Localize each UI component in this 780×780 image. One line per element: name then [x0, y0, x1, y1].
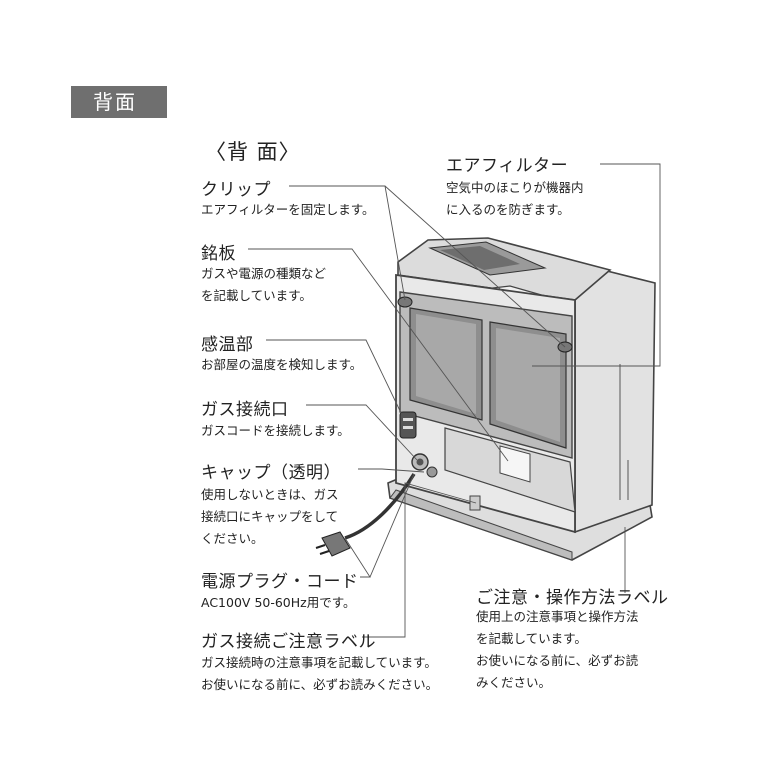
- clip-title: クリップ: [201, 180, 271, 200]
- air-filter-desc-2: に入るのを防ぎます。: [446, 202, 570, 217]
- clip-desc: エアフィルターを固定します。: [201, 202, 375, 217]
- power-plug-title: 電源プラグ・コード: [201, 572, 359, 592]
- temp-sensor-desc: お部屋の温度を検知します。: [201, 357, 363, 372]
- nameplate-title: 銘板: [201, 244, 236, 264]
- nameplate-desc-2: を記載しています。: [201, 288, 312, 303]
- gas-inlet-desc: ガスコードを接続します。: [201, 423, 350, 438]
- cap-desc-1: 使用しないときは、ガス: [201, 487, 339, 502]
- temp-sensor-title: 感温部: [201, 335, 254, 355]
- caution-label-desc-4: みください。: [476, 675, 552, 690]
- view-title: 〈背 面〉: [205, 140, 301, 164]
- section-badge: 背面: [71, 86, 167, 118]
- gas-caution-label-title: ガス接続ご注意ラベル: [201, 632, 376, 652]
- power-plug-desc: AC100V 50-60Hz用です。: [201, 595, 356, 610]
- caution-label-title: ご注意・操作方法ラベル: [476, 588, 669, 608]
- gas-caution-label-desc-1: ガス接続時の注意事項を記載しています。: [201, 655, 437, 670]
- gas-inlet-title: ガス接続口: [201, 400, 289, 420]
- cap-desc-2: 接続口にキャップをして: [201, 509, 339, 524]
- cap-desc-3: ください。: [201, 531, 264, 546]
- nameplate-desc-1: ガスや電源の種類など: [201, 266, 327, 281]
- gas-caution-label-desc-2: お使いになる前に、必ずお読みください。: [201, 677, 439, 692]
- air-filter-title: エアフィルター: [446, 156, 569, 176]
- caution-label-desc-3: お使いになる前に、必ずお読: [476, 653, 639, 668]
- caution-label-desc-2: を記載しています。: [476, 631, 587, 646]
- air-filter-desc-1: 空気中のほこりが機器内: [446, 180, 584, 195]
- caution-label-desc-1: 使用上の注意事項と操作方法: [476, 609, 639, 624]
- cap-title: キャップ（透明）: [201, 463, 341, 483]
